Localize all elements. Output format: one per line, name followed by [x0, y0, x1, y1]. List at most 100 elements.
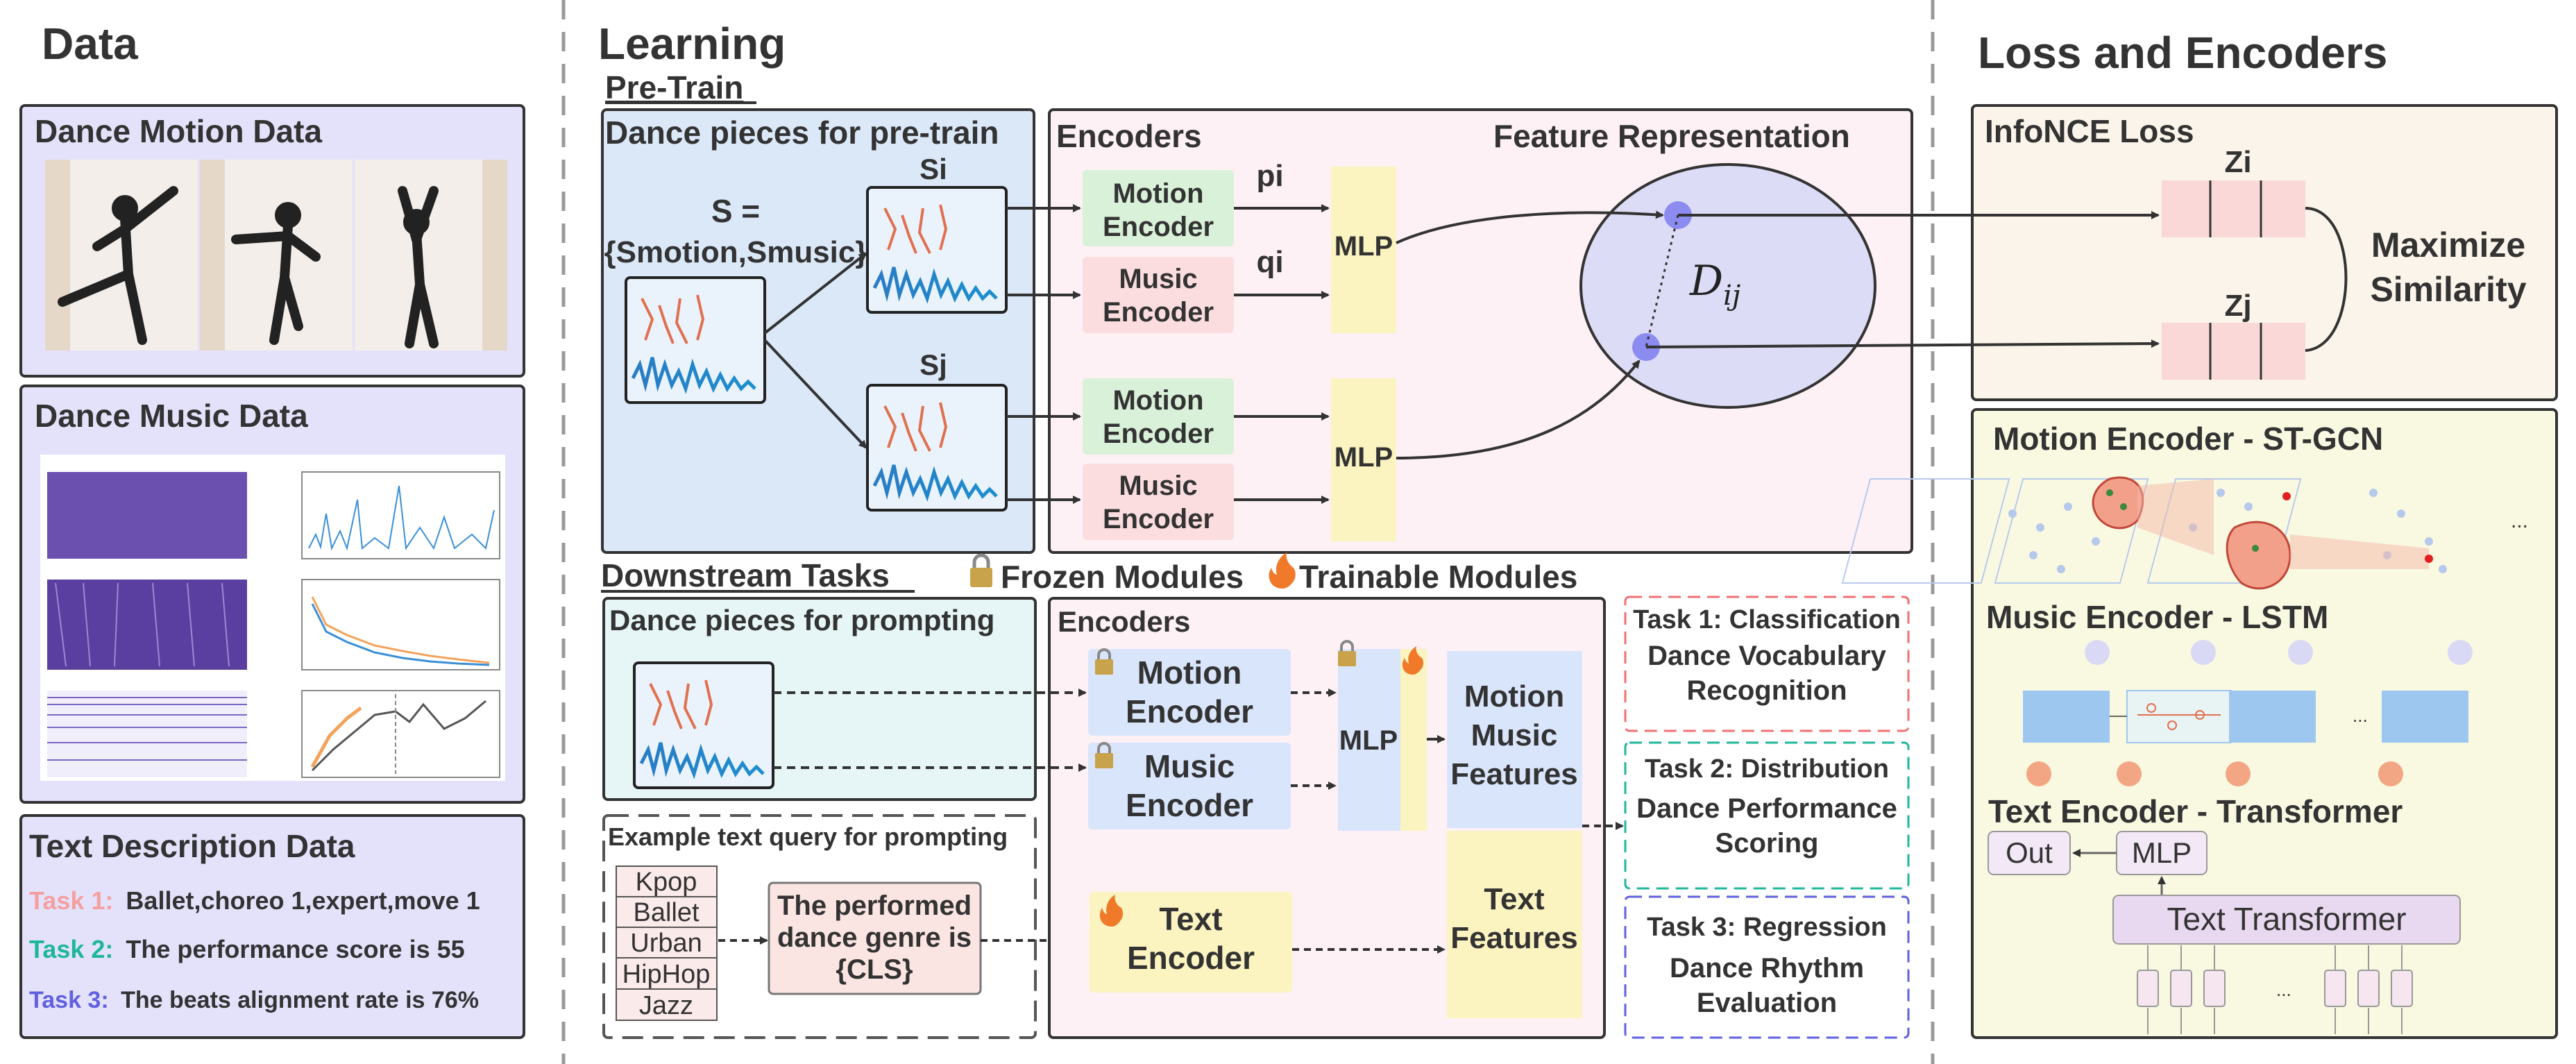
- frozen-modules-label: Frozen Modules: [1001, 559, 1244, 595]
- dance-piece-icon-si: [866, 186, 1008, 314]
- infonce-title: InfoNCE Loss: [1985, 113, 2194, 149]
- set-definition-line2: {Smotion,Smusic}: [604, 235, 867, 269]
- pretrain-music-encoder-j: [1083, 464, 1234, 540]
- transformer-diagram: Out MLP Text Transformer ...: [1988, 831, 2461, 1034]
- task3-title: Task 3: Regression: [1647, 913, 1887, 942]
- stgcn-title: Motion Encoder - ST-GCN: [1993, 421, 2383, 457]
- spectrogram-1: [47, 472, 247, 559]
- text-features: [1447, 831, 1582, 1018]
- genre-item: Kpop: [636, 868, 697, 897]
- feature-representation-title: Feature Representation: [1493, 118, 1850, 154]
- task1-title: Task 1: Classification: [1633, 605, 1901, 634]
- motion-music-features: [1447, 651, 1582, 828]
- downstream-motion-encoder: [1088, 649, 1291, 736]
- loss-column-title: Loss and Encoders: [1978, 28, 2387, 78]
- lstm-cell: [2126, 690, 2232, 743]
- lock-icon: [1095, 648, 1113, 675]
- task3-label: Task 3:: [29, 987, 109, 1013]
- text-transformer-label: Text Transformer: [2167, 901, 2406, 937]
- text-transformer-box: [2112, 895, 2461, 945]
- dancer-pose-1: [58, 186, 178, 345]
- prompting-pieces-title: Dance pieces for prompting: [609, 604, 994, 636]
- dance-music-panel: Dance Music Data: [19, 385, 525, 804]
- lock-icon: [1095, 742, 1113, 768]
- downstream-mlp-label: MLP: [1339, 725, 1398, 756]
- dancer-frames: [45, 160, 507, 351]
- dance-motion-panel: Dance Motion Data: [19, 104, 525, 378]
- dance-motion-title: Dance Motion Data: [35, 113, 322, 149]
- out-box: [1988, 831, 2071, 875]
- text-description-panel: Text Description Data Task 1: Ballet,cho…: [19, 814, 525, 1039]
- pretrain-pieces-title: Dance pieces for pre-train: [605, 115, 999, 151]
- data-column-title: Data: [42, 19, 138, 69]
- task1-line: Task 1: Ballet,choreo 1,expert,move 1: [29, 886, 480, 915]
- transformer-title: Text Encoder - Transformer: [1988, 793, 2403, 829]
- task2-line: Task 2: The performance score is 55: [29, 935, 465, 963]
- query-title: Example text query for prompting: [608, 822, 1008, 851]
- zi-vector: [2162, 180, 2305, 237]
- text-description-title: Text Description Data: [29, 828, 355, 864]
- feature-plot: [301, 690, 500, 778]
- spectrogram-3: [47, 691, 247, 777]
- set-definition-line1: S =: [711, 193, 760, 229]
- pretrain-mlp-j-label: MLP: [1334, 442, 1393, 473]
- fire-icon: [1402, 646, 1424, 675]
- zi-label: Zi: [2224, 145, 2251, 179]
- pretrain-motion-encoder-j: [1083, 378, 1234, 455]
- pretrain-encoders-title: Encoders: [1056, 118, 1202, 154]
- pretrain-mlp-i-label: MLP: [1334, 231, 1393, 262]
- task2-text: The performance score is 55: [126, 935, 464, 963]
- qi-label: qi: [1256, 245, 1283, 279]
- task1-label: Task 1:: [29, 886, 113, 915]
- genre-list: Kpop Ballet Urban HipHop Jazz: [616, 865, 718, 1021]
- pretrain-motion-encoder-i: [1083, 170, 1234, 246]
- stgcn-graph: ...: [1841, 476, 2528, 590]
- waveform-plot: [301, 471, 500, 559]
- task1-text: Ballet,choreo 1,expert,move 1: [126, 886, 480, 915]
- si-label: Si: [920, 153, 947, 185]
- task3-line: Task 3: The beats alignment rate is 76%: [29, 987, 479, 1013]
- downstream-mlp-frozen: [1338, 649, 1400, 831]
- task3-text: The beats alignment rate is 76%: [121, 987, 479, 1013]
- out-label: Out: [2006, 836, 2053, 869]
- dancer-pose-2: [231, 202, 321, 345]
- trainable-modules-label: Trainable Modules: [1299, 559, 1577, 595]
- dancer-pose-3: [398, 186, 439, 348]
- downstream-heading: Downstream Tasks: [601, 557, 890, 593]
- learning-column-title: Learning: [598, 19, 786, 69]
- dance-piece-icon-main: [625, 276, 766, 404]
- genre-item: Jazz: [639, 991, 693, 1020]
- lock-icon: [1338, 640, 1356, 666]
- fire-icon: [1269, 552, 1296, 589]
- cls-template-box: [768, 881, 982, 995]
- lstm-diagram: ...: [2023, 640, 2473, 786]
- pretrain-mlp-j: [1331, 378, 1396, 541]
- lstm-ellipsis: ...: [2353, 705, 2368, 726]
- downstream-encoders-title: Encoders: [1058, 605, 1190, 638]
- task2-label: Task 2:: [29, 935, 113, 963]
- sj-label: Sj: [920, 348, 947, 381]
- pretrain-pieces-panel: Dance pieces for pre-train S = {Smotion,…: [601, 108, 1035, 554]
- dance-piece-icon-sj: [866, 384, 1008, 512]
- pi-label: pi: [1256, 159, 1283, 193]
- downstream-music-encoder: [1088, 743, 1291, 829]
- pretrain-mlp-i: [1331, 167, 1396, 333]
- fire-icon: [1099, 895, 1124, 927]
- dance-piece-icon-prompt: [633, 661, 774, 789]
